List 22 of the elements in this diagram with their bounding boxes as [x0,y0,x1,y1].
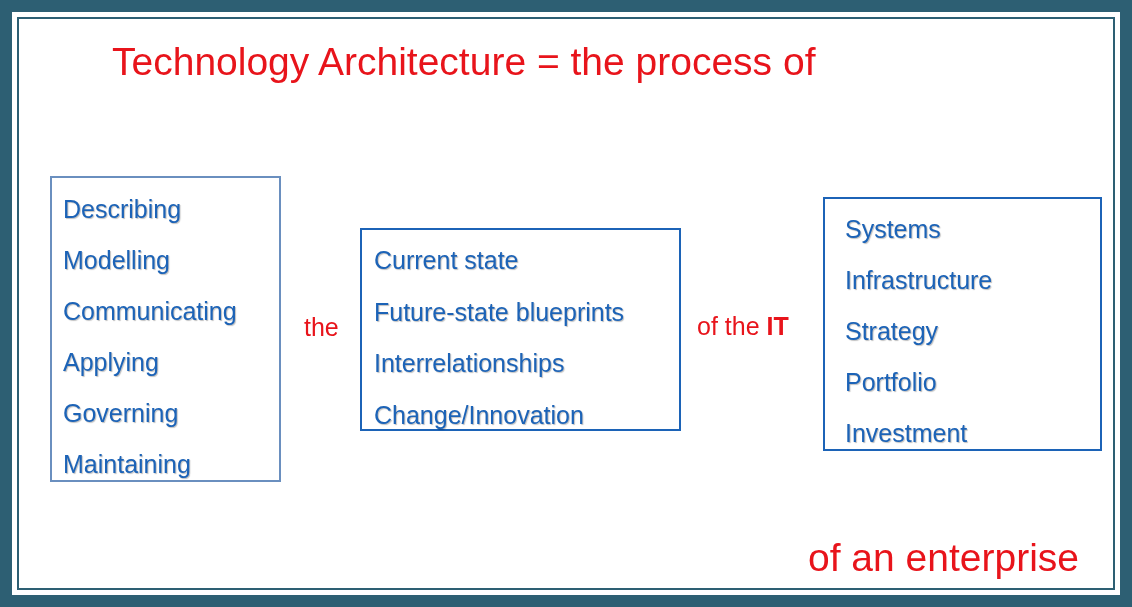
list-item: Infrastructure [845,265,994,296]
list-item: Strategy [845,316,940,347]
list-item: Systems [845,214,942,245]
title: Technology Architecture = the process of [112,40,816,84]
list-item: Change/Innovation [374,399,585,431]
list-item: Modelling [63,245,171,276]
list-item: Describing [63,194,183,225]
list-item: Communicating [63,296,238,327]
list-box [50,176,281,482]
list-item: Interrelationships [374,348,566,379]
connector-text: the [304,313,339,342]
list-item: Governing [63,398,180,429]
list-box [360,228,681,431]
list-item: Future-state blueprints [374,296,626,328]
connector-text: of the IT [697,312,789,341]
list-item: Portfolio [845,367,938,398]
list-item: Investment [845,418,969,449]
list-item: Maintaining [63,449,192,480]
list-box [823,197,1102,451]
connector-text: of an enterprise [808,536,1079,580]
list-item: Current state [374,245,520,276]
list-item: Applying [63,347,160,378]
